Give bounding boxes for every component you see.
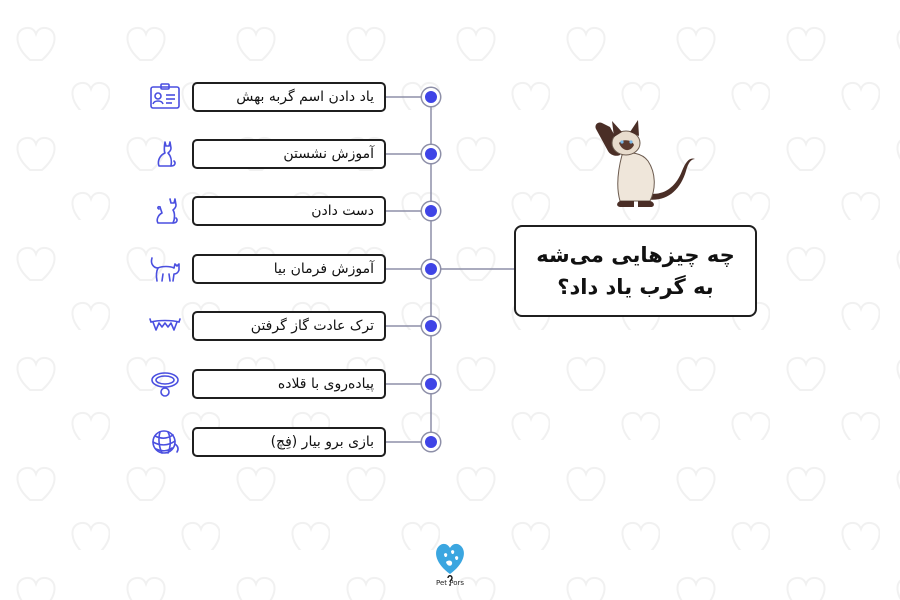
logo-text: Pet Pors <box>435 579 465 587</box>
id-card-icon <box>148 82 182 112</box>
node-dot <box>422 317 440 335</box>
item-label: یاد دادن اسم گربه بهش <box>192 82 386 112</box>
yarn-ball-icon <box>148 427 182 457</box>
cat-teeth-icon <box>148 311 182 341</box>
item-label: بازی برو بیار (فِچ) <box>192 427 386 457</box>
node-dot <box>422 202 440 220</box>
node-dot <box>422 88 440 106</box>
title-line-1: چه چیزهایی می‌شه <box>536 243 735 267</box>
item-label: آموزش نشستن <box>192 139 386 169</box>
node-dot <box>422 145 440 163</box>
node-dot <box>422 433 440 451</box>
item-label: پیاده‌روی با قلاده <box>192 369 386 399</box>
walking-cat-icon <box>148 254 182 284</box>
title-line-2: به گرب یاد داد؟ <box>557 275 714 299</box>
central-title-box: چه چیزهایی می‌شه به گرب یاد داد؟ <box>514 225 757 317</box>
collar-icon <box>148 369 182 399</box>
item-label: آموزش فرمان بیا <box>192 254 386 284</box>
sitting-cat-icon <box>148 139 182 169</box>
pet-pors-logo <box>436 543 464 586</box>
item-label: ترک عادت گاز گرفتن <box>192 311 386 341</box>
cat-paw-raise-icon <box>148 196 182 226</box>
node-dot <box>422 260 440 278</box>
item-label: دست دادن <box>192 196 386 226</box>
node-dot <box>422 375 440 393</box>
siamese-cat-illustration <box>595 120 695 207</box>
